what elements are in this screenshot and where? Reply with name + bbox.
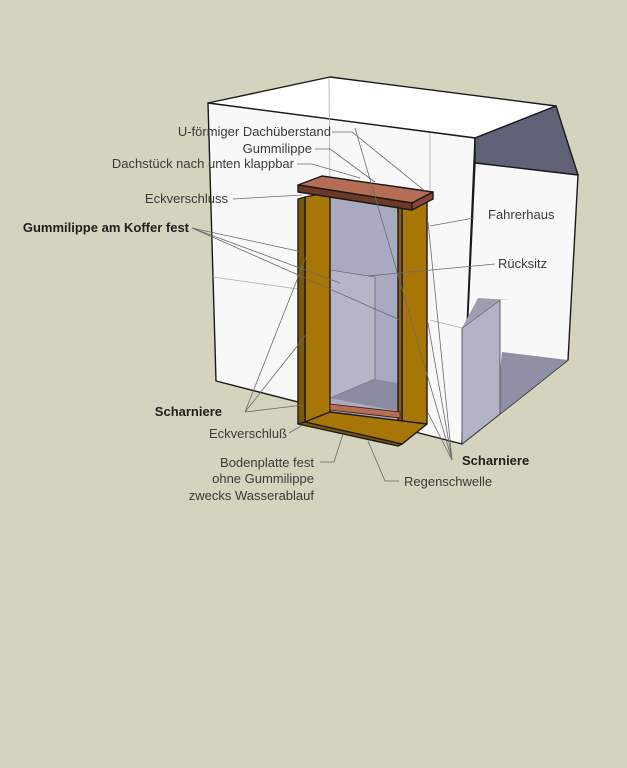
label-bodenplatte-1: Bodenplatte fest — [220, 455, 314, 470]
leader-koffer-1 — [191, 227, 303, 253]
door-frame — [297, 175, 434, 447]
opening-floor — [330, 379, 402, 412]
cab-seat-top — [462, 298, 510, 328]
cab-floor-interior — [495, 352, 568, 418]
roof-overhang-right — [411, 191, 434, 211]
leader-ruecksitz — [367, 263, 496, 277]
leader-scharniere-l1 — [244, 256, 307, 413]
label-bodenplatte-2: ohne Gummilippe — [212, 471, 314, 486]
label-regenschwelle: Regenschwelle — [404, 474, 492, 489]
leader-fahrerhaus — [429, 217, 475, 227]
leader-scharniere-l2 — [244, 334, 307, 413]
leader-gummilippe — [315, 148, 376, 183]
frame-right-post-side — [397, 205, 403, 445]
cab-seat-box — [461, 299, 501, 445]
opening-back-panel — [329, 269, 376, 399]
label-scharniere-rechts: Scharniere — [462, 453, 529, 468]
leader-eckverschluss-oben — [232, 194, 303, 200]
leader-scharniere-r4 — [354, 127, 453, 461]
rain-sill — [329, 403, 401, 419]
label-u-dachueberstand: U-förmiger Dachüberstand — [178, 124, 331, 139]
label-eckverschluss-unten: Eckverschluß — [209, 426, 287, 441]
panel-line — [212, 276, 306, 291]
frame-left-post-side — [297, 196, 306, 425]
panel-line — [328, 77, 331, 196]
leader-regenschwelle — [367, 440, 399, 482]
leader-lines — [191, 127, 496, 482]
leader-eckverschluss-unten — [288, 425, 302, 434]
label-fahrerhaus: Fahrerhaus — [488, 207, 555, 222]
label-bodenplatte-3: zwecks Wasserablauf — [189, 488, 315, 503]
leader-bodenplatte — [320, 433, 344, 463]
panel-line — [429, 319, 463, 329]
leader-u-dachueberstand — [332, 131, 426, 192]
leader-scharniere-r1 — [427, 221, 453, 461]
door-opening — [329, 196, 408, 440]
labels: U-förmiger Dachüberstand Gummilippe Dach… — [23, 124, 555, 503]
label-scharniere-links: Scharniere — [155, 404, 222, 419]
label-dachstueck: Dachstück nach unten klappbar — [112, 156, 295, 171]
leader-dachstueck — [297, 163, 361, 179]
leader-koffer-3 — [191, 227, 401, 321]
label-gummilippe: Gummilippe — [243, 141, 312, 156]
leader-scharniere-r3 — [427, 412, 453, 461]
leader-koffer-2 — [191, 227, 341, 284]
label-gummilippe-koffer: Gummilippe am Koffer fest — [23, 220, 190, 235]
frame-left-post — [304, 191, 331, 423]
leader-scharniere-l3 — [244, 404, 304, 413]
leader-scharniere-r2 — [427, 322, 453, 461]
frame-right-post — [401, 199, 428, 445]
frame-bottom-front — [297, 421, 403, 447]
label-eckverschluss-oben: Eckverschluss — [145, 191, 229, 206]
label-ruecksitz: Rücksitz — [498, 256, 547, 271]
